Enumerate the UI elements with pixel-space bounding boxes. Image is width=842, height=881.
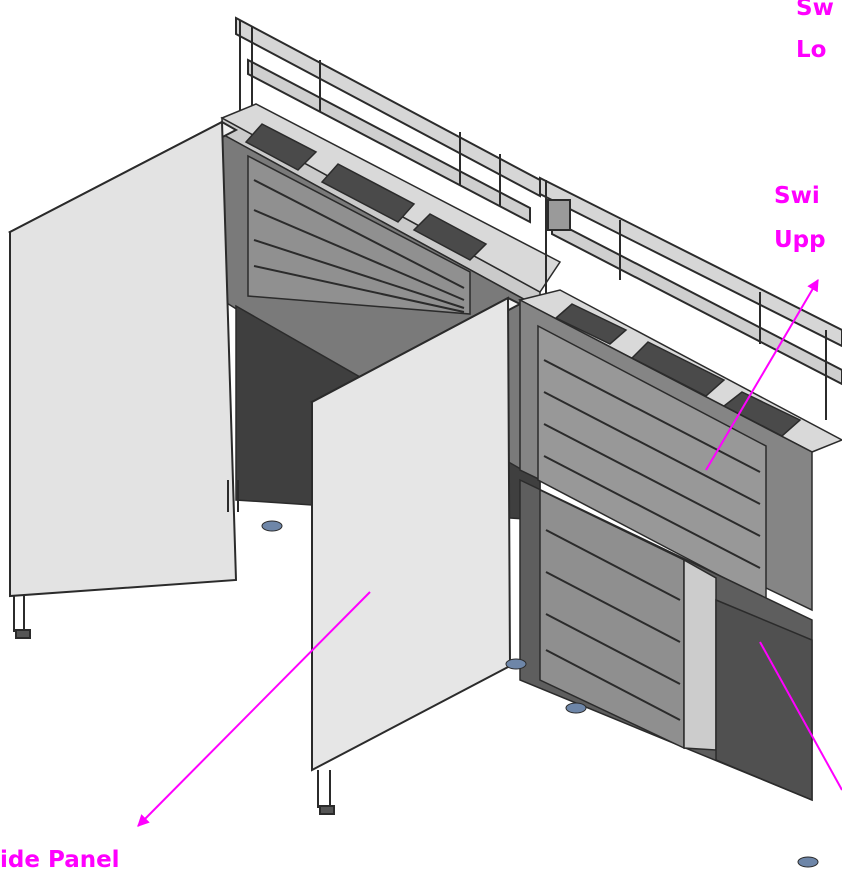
callout-top-right-line1: Sw — [796, 0, 834, 21]
left-side-panel — [7, 120, 239, 639]
right-lower-door-slats — [545, 529, 681, 721]
arrow-upper-cabinet — [705, 278, 819, 471]
casters — [261, 520, 819, 868]
arrow-side-panel — [137, 591, 371, 827]
right-top-rail-frame — [539, 176, 842, 420]
arrow-lower-cabinet — [759, 641, 842, 791]
callout-arrows — [137, 278, 842, 827]
center-side-panel — [309, 296, 523, 815]
callout-side-panel: ide Panel — [0, 847, 120, 873]
left-top-rail-frame — [235, 16, 541, 224]
left-cabinet-door-slats — [253, 179, 465, 313]
right-lower-cabinet — [519, 478, 813, 802]
callout-top-right-line2: Lo — [796, 37, 827, 63]
right-upper-door-slats — [543, 359, 761, 569]
callout-mid-right-line2: Upp — [774, 227, 826, 253]
callout-mid-right-line1: Swi — [774, 183, 820, 209]
